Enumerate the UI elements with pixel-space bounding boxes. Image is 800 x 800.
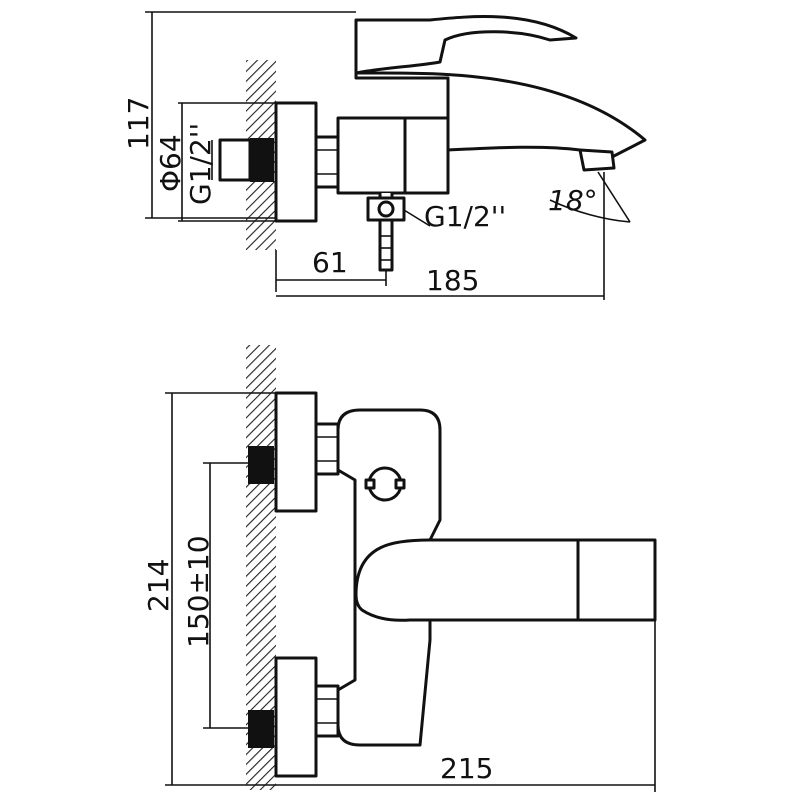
side-valve-body xyxy=(336,116,450,195)
side-outlet-thread-label: G1/2'' xyxy=(424,200,506,233)
side-inlet-pipe xyxy=(218,138,252,182)
front-width-label: 215 xyxy=(440,752,493,785)
side-inlet-thread-label: G1/2'' xyxy=(184,123,217,205)
front-top-inlet xyxy=(248,446,274,484)
front-spout xyxy=(354,538,657,622)
side-angle-label: 18° xyxy=(548,184,598,217)
side-inlet-core xyxy=(250,138,274,182)
front-height-label: 214 xyxy=(142,559,175,612)
side-depth-total-label: 185 xyxy=(426,264,479,297)
side-height-label: 117 xyxy=(122,97,155,150)
front-centers-label: 150±10 xyxy=(182,535,215,648)
side-handle-lever xyxy=(354,15,578,75)
front-view: 214 150±10 215 xyxy=(142,345,657,792)
side-spout xyxy=(354,71,647,160)
front-bottom-inlet xyxy=(248,710,274,748)
front-top-flange xyxy=(274,391,318,513)
side-view: 117 Φ64 G1/2'' G1/2'' 18° 61 185 xyxy=(122,11,647,300)
side-depth-small-label: 61 xyxy=(312,246,348,279)
front-bottom-flange xyxy=(274,656,318,778)
side-diameter-label: Φ64 xyxy=(154,134,187,192)
side-wall-flange xyxy=(274,101,318,223)
side-connector-nut xyxy=(314,135,340,189)
